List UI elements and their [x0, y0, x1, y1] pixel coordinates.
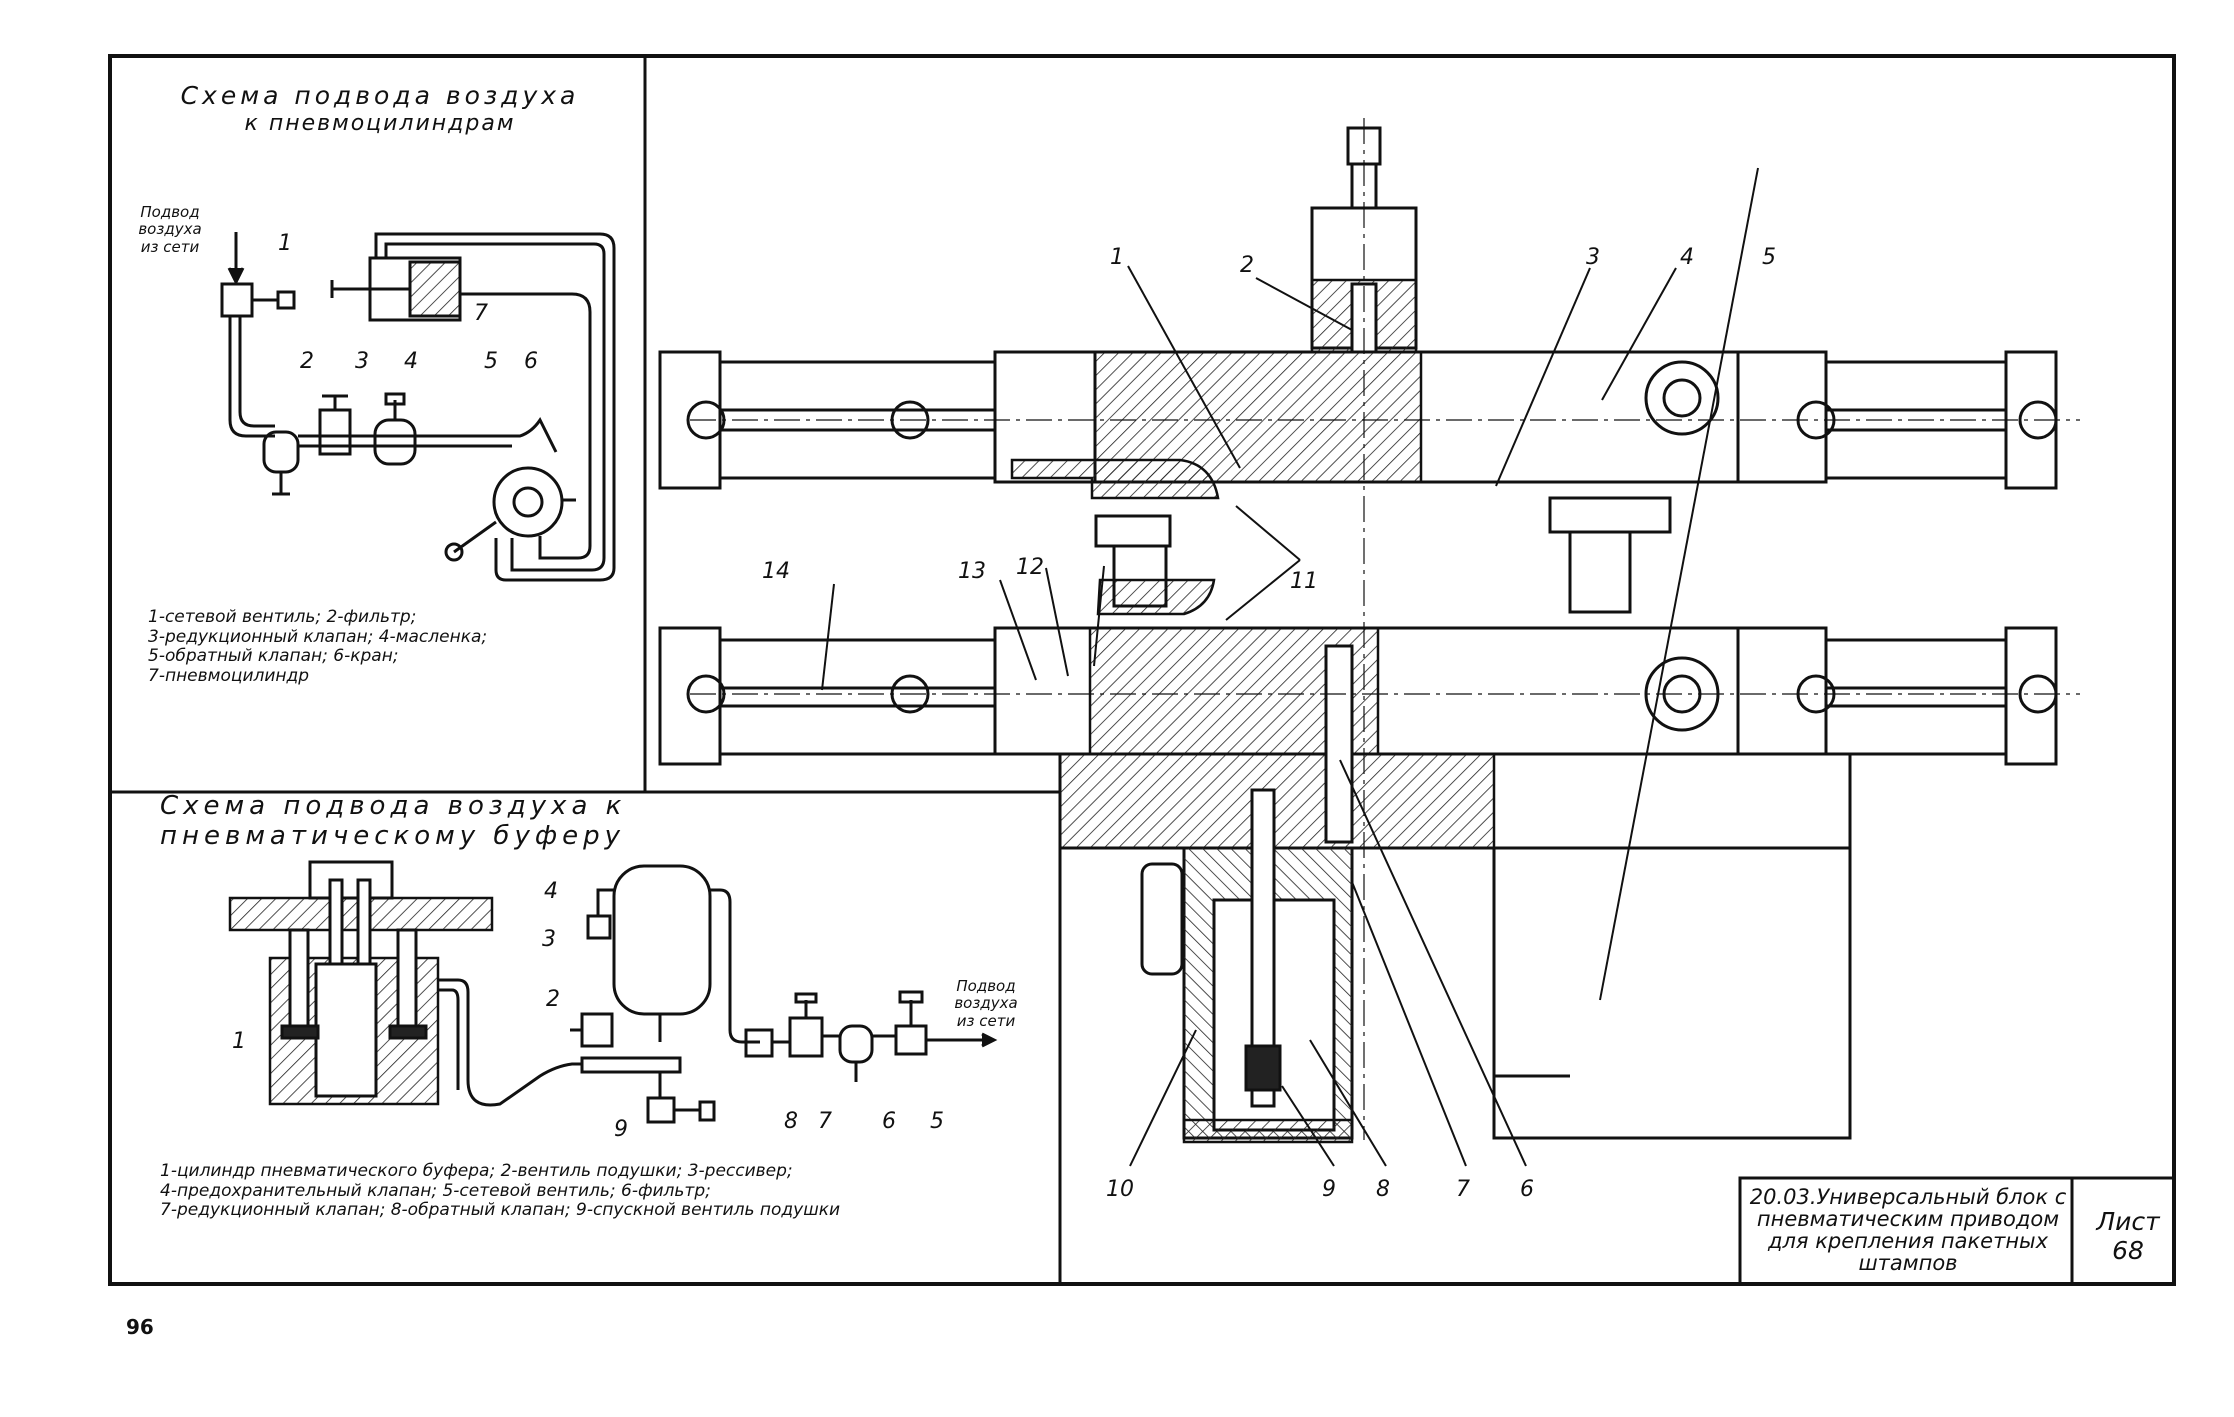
cylinders-scheme-legend: 1-сетевой вентиль; 2-фильтр; 3-редукцион…	[148, 607, 638, 686]
inlet-line: Подвод	[956, 977, 1016, 995]
inlet-line: воздуха	[138, 220, 202, 239]
main-callouts: 1 2 3 4 5 14 13 12 11 10 9 8 7 6	[762, 245, 1776, 1202]
callout-12: 12	[1016, 555, 1044, 580]
svg-text:6: 6	[524, 349, 538, 374]
callout-4: 4	[1680, 245, 1694, 270]
buffer-scheme-legend: 1-цилиндр пневматического буфера; 2-вент…	[160, 1161, 1060, 1221]
svg-text:2: 2	[300, 349, 314, 374]
legend-line: 1-цилиндр пневматического буфера; 2-вент…	[160, 1161, 793, 1181]
title-block-line: штампов	[1858, 1251, 1958, 1276]
sheet-number-label: Лист 68	[2096, 1207, 2160, 1265]
legend-line: 7-редукционный клапан; 8-обратный клапан…	[160, 1200, 841, 1221]
svg-text:4: 4	[404, 349, 418, 374]
title-block-line: для крепления пакетных	[1767, 1229, 2049, 1254]
main-leaders	[821, 167, 1759, 1167]
title-block-line: 20.03.Универсальный блок с	[1749, 1185, 2067, 1209]
svg-text:7: 7	[474, 301, 488, 326]
svg-text:3: 3	[542, 927, 556, 952]
buffer-scheme-title: Схема подвода воздуха к пневматическому …	[160, 791, 627, 851]
cylinders-scheme-title: Схема подвода воздуха к пневмоцилиндрам	[170, 81, 590, 136]
inlet-line: из сети	[140, 237, 200, 256]
svg-text:9: 9	[614, 1117, 628, 1142]
callout-1: 1	[1110, 245, 1124, 270]
callout-3: 3	[1586, 245, 1600, 270]
callout-10: 10	[1106, 1177, 1134, 1202]
callout-6: 6	[1520, 1177, 1534, 1202]
inlet-line: воздуха	[954, 994, 1018, 1013]
svg-text:1: 1	[232, 1029, 246, 1054]
callout-7: 7	[1456, 1177, 1470, 1202]
callout-2: 2	[1240, 253, 1254, 278]
callout-13: 13	[958, 559, 986, 584]
callout-9: 9	[1322, 1177, 1336, 1202]
svg-text:1: 1	[278, 231, 292, 256]
callout-5: 5	[1762, 245, 1776, 270]
cylinders-title-line-1: Схема подвода воздуха	[180, 81, 580, 110]
inlet-line: Подвод	[140, 203, 200, 221]
svg-text:4: 4	[544, 879, 558, 904]
svg-text:7: 7	[818, 1109, 832, 1134]
main-assembly	[658, 118, 2080, 1144]
svg-text:6: 6	[882, 1109, 896, 1134]
sheet-frame	[108, 54, 2176, 1286]
svg-text:5: 5	[484, 349, 498, 374]
buffer-air-scheme	[228, 860, 998, 1124]
svg-text:3: 3	[355, 349, 369, 374]
legend-line: 7-пневмоцилиндр	[148, 665, 310, 686]
legend-line: 5-обратный клапан; 6-кран;	[148, 646, 399, 667]
cylinders-air-inlet-label: Подвод воздуха из сети	[130, 203, 210, 256]
cylinders-air-scheme	[220, 232, 616, 582]
callout-14: 14	[762, 559, 790, 584]
title-block-caption: 20.03.Универсальный блок с пневматически…	[1748, 1186, 2068, 1274]
inlet-line: из сети	[956, 1011, 1016, 1030]
cylinders-title-line-2: к пневмоцилиндрам	[244, 110, 516, 136]
svg-text:2: 2	[546, 987, 560, 1012]
cylinders-scheme-callouts: 1 2 3 4 5 6 7	[278, 231, 538, 374]
page-number: 96	[126, 1315, 154, 1339]
svg-text:5: 5	[930, 1109, 944, 1134]
callout-11: 11	[1290, 569, 1318, 594]
buffer-scheme-callouts: 1 2 3 4 5 6 7 8 9	[232, 879, 944, 1142]
callout-8: 8	[1376, 1177, 1390, 1202]
legend-line: 1-сетевой вентиль; 2-фильтр;	[148, 607, 417, 627]
legend-line: 3-редукционный клапан; 4-масленка;	[148, 626, 488, 647]
buffer-air-inlet-label: Подвод воздуха из сети	[946, 977, 1026, 1030]
legend-line: 4-предохранительный клапан; 5-сетевой ве…	[160, 1180, 711, 1201]
svg-text:8: 8	[784, 1109, 798, 1134]
title-block-line: пневматическим приводом	[1756, 1207, 2060, 1232]
